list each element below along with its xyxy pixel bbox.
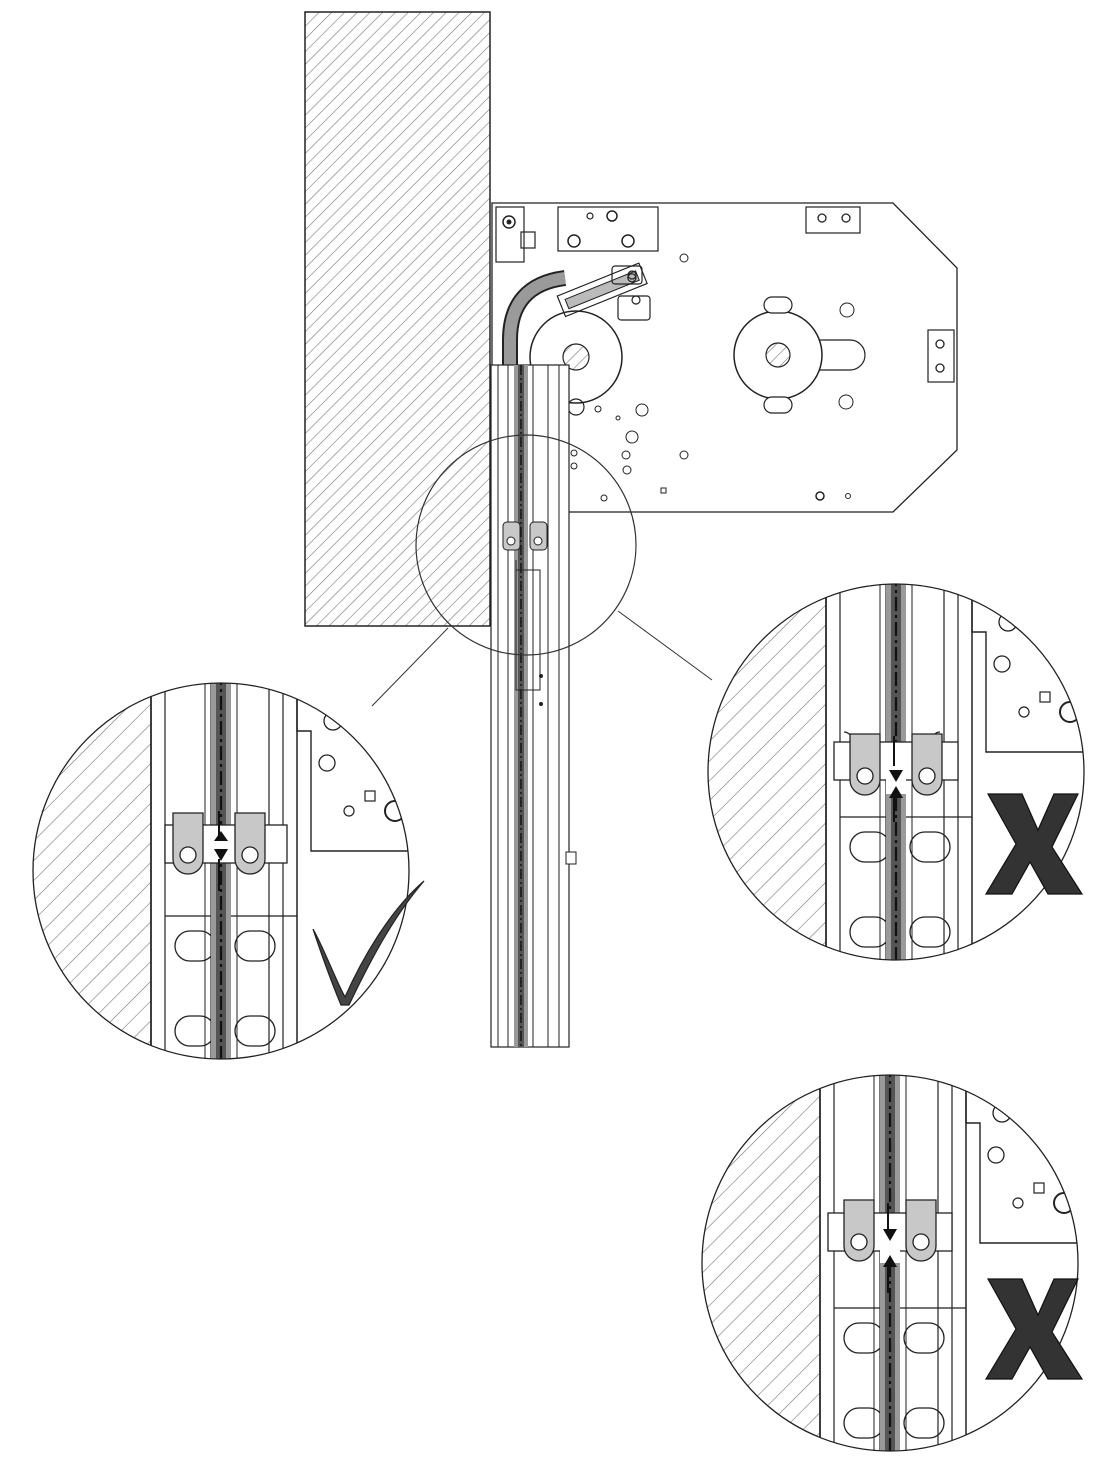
leader-line-left (371, 627, 449, 707)
x-mark-icon (984, 793, 1084, 895)
detail-correct (32, 682, 425, 1060)
leader-line-right (617, 610, 713, 681)
x-mark-icon (984, 1278, 1084, 1380)
main-elevation-view (304, 11, 958, 1048)
vertical-guide-rail (490, 364, 577, 1048)
detail-incorrect-1 (707, 583, 1085, 961)
check-mark-icon (312, 880, 425, 1006)
magnify-circle (415, 434, 637, 656)
detail-incorrect-2 (701, 1074, 1084, 1452)
belt-clamp (502, 521, 548, 551)
hatched-wall (304, 11, 491, 627)
